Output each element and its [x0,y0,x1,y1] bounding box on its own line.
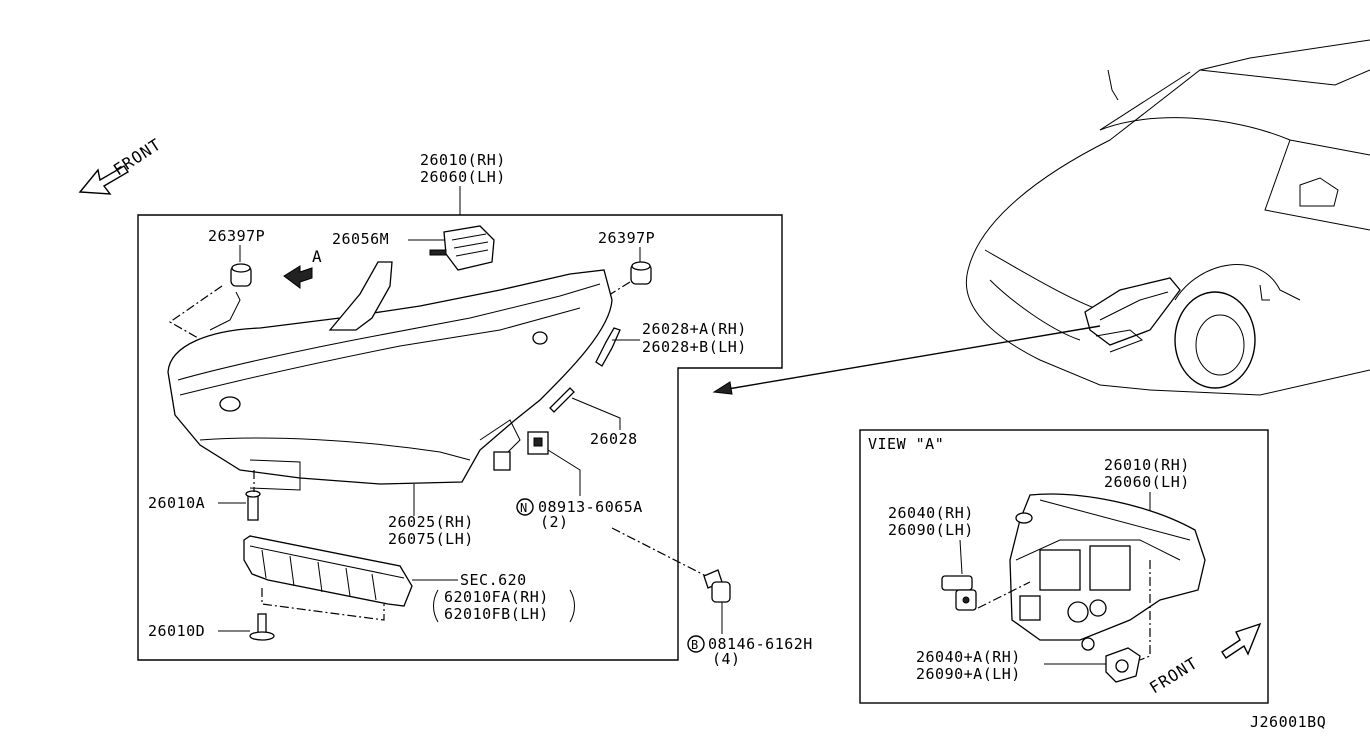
bolt-part-label: 08146-6162H [708,635,813,653]
cap-right-label: 26397P [598,229,655,247]
b-symbol-icon: B [687,635,705,653]
lens-lh-label: 26075(LH) [388,530,474,548]
bolt-qty-label: (4) [712,650,741,668]
view-a-title: VIEW "A" [868,435,944,453]
socket2-lh-label: 26090+A(LH) [916,665,1021,683]
bolt-a-label: 26010A [148,494,205,512]
headlamp-rh-label: 26010(RH) [420,151,506,169]
seal-strip-leader [571,397,621,430]
socket2-rh-label: 26040+A(RH) [916,648,1021,666]
actuator-label: 26056M [332,230,389,248]
cap-right-part [630,261,652,285]
bracket-dashline [261,588,385,621]
bolt-a-part [245,490,261,521]
bolt-d-label: 26010D [148,622,205,640]
cap-left-part [230,263,252,287]
bolt-dashline [611,527,711,579]
svg-text:B: B [691,638,698,652]
bracket-part [243,535,413,607]
front-view-arrow-icon [1221,622,1262,659]
bolt-b-part [703,569,731,603]
bolt-d-part [249,613,275,641]
view-headlamp-lh-label: 26060(LH) [1104,473,1190,491]
view-headlamp-rh-label: 26010(RH) [1104,456,1190,474]
nut-part-label: 08913-6065A [538,498,643,516]
seal-rh-label: 26028+A(RH) [642,320,747,338]
actuator-part [429,225,495,271]
n-symbol-icon: N [516,498,534,516]
front-arrow-icon [78,165,129,195]
seal-strip-part [549,387,575,413]
bracket-rh-label: 62010FA(RH) [444,588,549,606]
bracket-paren-left [433,589,439,623]
socket-leader [959,539,963,575]
main-frame [137,214,783,661]
cap-left-label: 26397P [208,227,265,245]
seal-lh-label: 26028+B(LH) [642,338,747,356]
view-a-arrow-icon [283,265,313,289]
headlamp-lh-label: 26060(LH) [420,168,506,186]
socket2-part [1105,647,1141,683]
view-a-frame [859,429,1269,704]
nut-leader [547,449,581,496]
nut-qty-label: (2) [540,513,569,531]
seal-clip-part [595,327,621,367]
socket-part [941,575,977,611]
sec-label: SEC.620 [460,571,527,589]
clip-nut-part [493,431,549,471]
headlamp-assembly [167,261,613,491]
lens-rh-label: 26025(RH) [388,513,474,531]
front-view-label: FRONT [1146,653,1201,697]
bracket-paren-right [569,589,575,623]
socket-rh-label: 26040(RH) [888,504,974,522]
pointer-arrow [712,325,1101,395]
socket-dashline [977,581,1031,609]
diagram-code: J26001BQ [1250,713,1326,731]
svg-text:N: N [520,501,527,515]
front-label: FRONT [110,134,165,179]
view-headlamp-rear [1009,493,1206,651]
seal-label: 26028 [590,430,638,448]
bracket-lh-label: 62010FB(LH) [444,605,549,623]
socket-lh-label: 26090(LH) [888,521,974,539]
car-illustration [965,39,1370,396]
view-a-label: A [312,247,323,266]
socket2-dashline [1139,560,1151,661]
